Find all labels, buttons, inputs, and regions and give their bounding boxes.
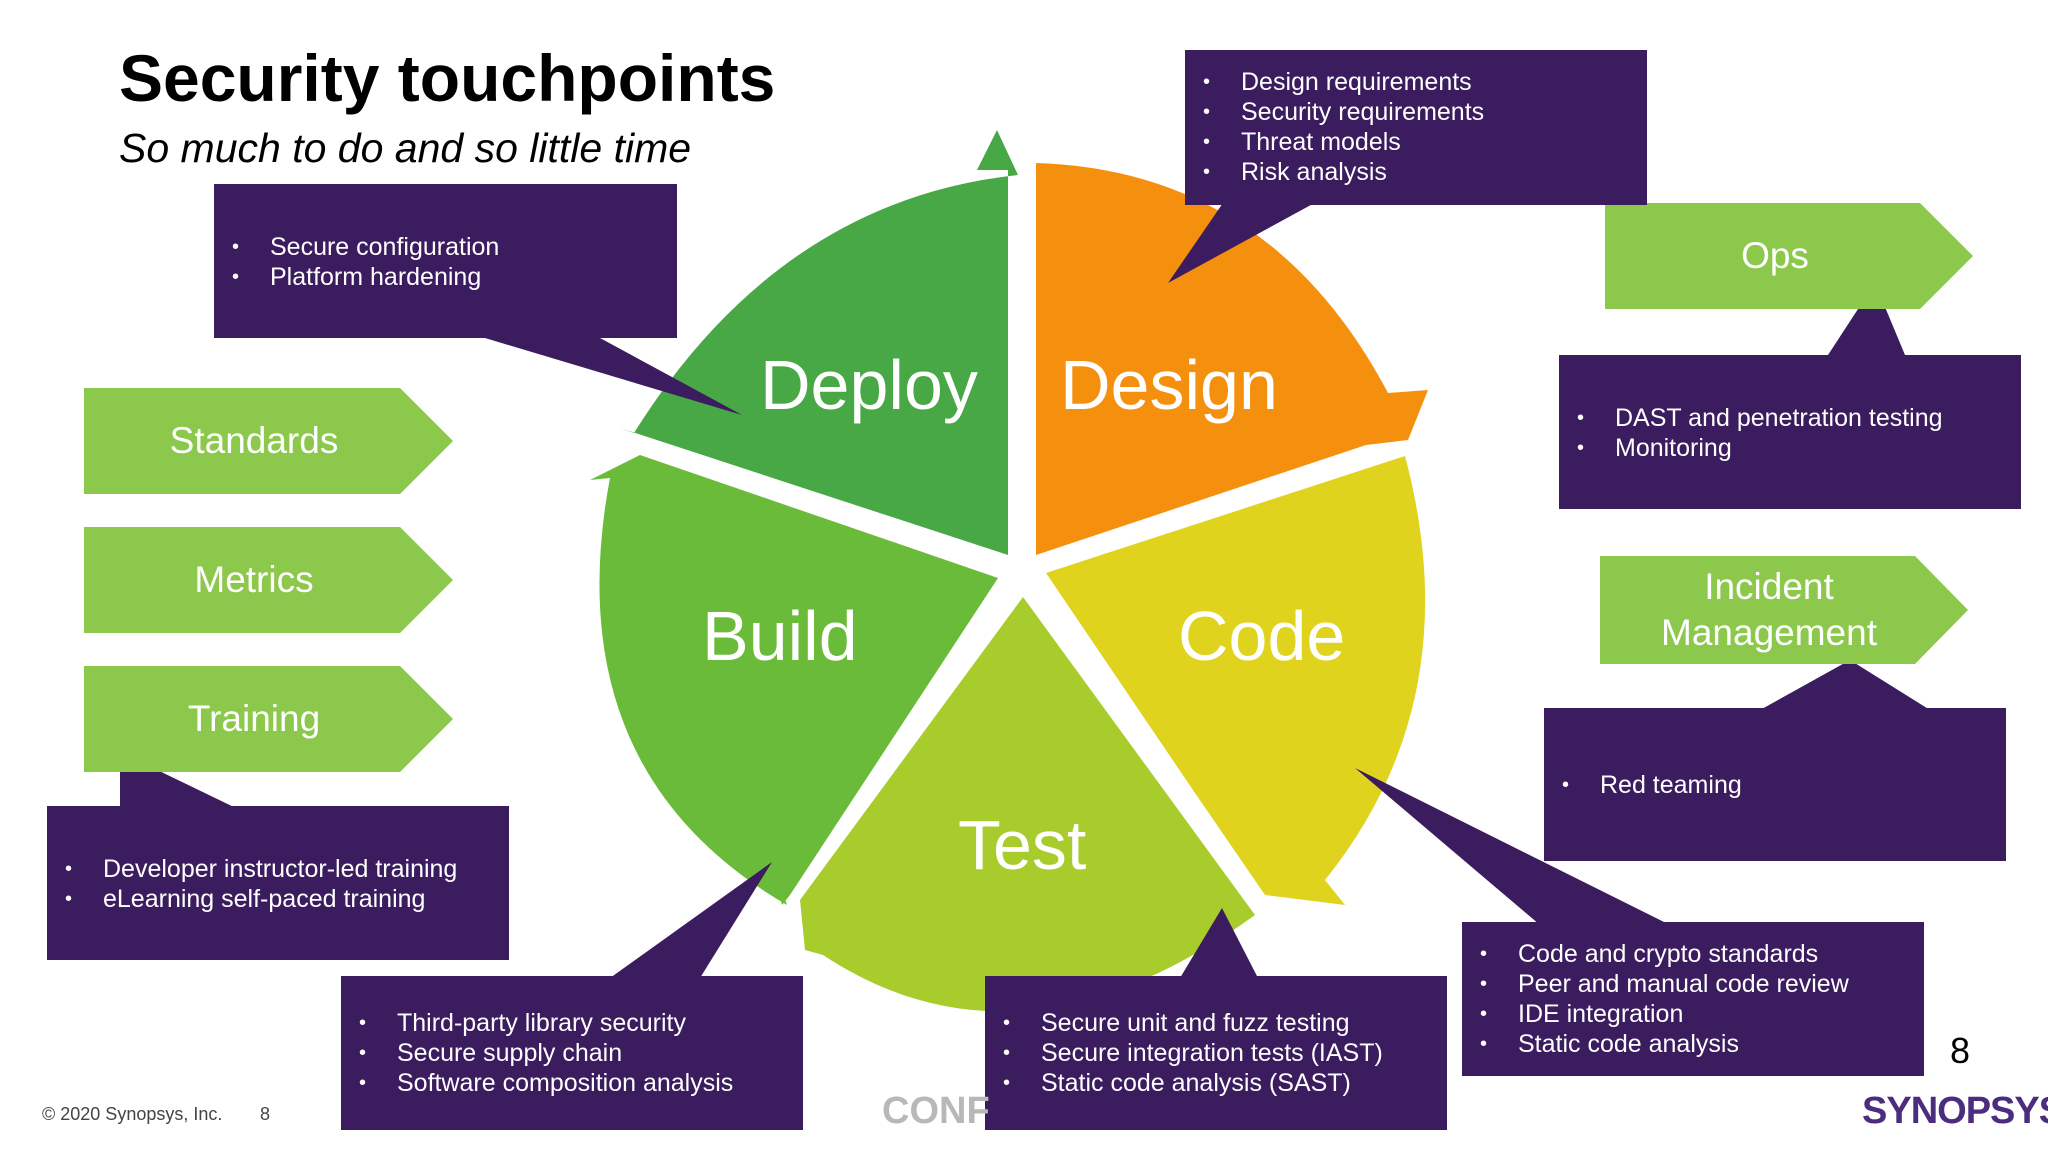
incident-tag: Incident Management: [1661, 566, 1877, 653]
code-item: IDE integration: [1480, 999, 1924, 1029]
code-segment: [1046, 456, 1426, 905]
code-item: Code and crypto standards: [1480, 939, 1924, 969]
incident-callout: Red teaming: [1544, 708, 2006, 861]
test-segment: [800, 597, 1255, 1012]
code-item: Static code analysis: [1480, 1029, 1924, 1059]
code-callout: Code and crypto standards Peer and manua…: [1462, 922, 1924, 1076]
standards-tag: Standards: [169, 420, 339, 461]
metrics-tag-shape: [84, 527, 453, 633]
build-item: Third-party library security: [359, 1008, 803, 1038]
training-tag: Training: [187, 698, 321, 739]
build-segment: [590, 455, 998, 905]
code-label: Code: [1178, 597, 1346, 675]
build-callout: Third-party library security Secure supp…: [341, 976, 803, 1130]
code-callout-pointer: [1355, 768, 1670, 925]
build-item: Secure supply chain: [359, 1038, 803, 1068]
ops-callout: DAST and penetration testing Monitoring: [1559, 355, 2021, 509]
build-callout-pointer: [610, 862, 772, 978]
test-label: Test: [958, 806, 1087, 884]
standards-tag-shape: [84, 388, 453, 494]
footer-page-number: 8: [260, 1104, 271, 1124]
ops-tag: Ops: [1741, 235, 1809, 276]
training-tag-shape: [84, 666, 453, 772]
code-item: Peer and manual code review: [1480, 969, 1924, 999]
test-item: Static code analysis (SAST): [1003, 1068, 1447, 1098]
build-label: Build: [702, 597, 858, 675]
design-item: Security requirements: [1203, 97, 1647, 127]
confidential-label: CONF: [882, 1090, 990, 1132]
incident-item: Red teaming: [1562, 770, 2006, 800]
test-item: Secure unit and fuzz testing: [1003, 1008, 1447, 1038]
ops-callout-pointer: [1828, 283, 1905, 355]
incident-callout-pointer: [1760, 660, 1930, 710]
slide-title: Security touchpoints: [119, 41, 776, 115]
deploy-callout: Secure configuration Platform hardening: [214, 184, 677, 338]
ops-tag-shape: [1605, 203, 1973, 309]
training-item: Developer instructor-led training: [65, 854, 509, 884]
design-item: Threat models: [1203, 127, 1647, 157]
training-callout: Developer instructor-led training eLearn…: [47, 806, 509, 960]
deploy-item: Secure configuration: [232, 232, 677, 262]
test-callout-pointer: [1180, 908, 1258, 978]
build-item: Software composition analysis: [359, 1068, 803, 1098]
synopsys-logo: SYNOPSYS: [1862, 1090, 2048, 1132]
ops-item: Monitoring: [1577, 433, 2021, 463]
design-item: Risk analysis: [1203, 157, 1647, 187]
metrics-tag: Metrics: [194, 559, 314, 600]
copyright-text: © 2020 Synopsys, Inc.: [42, 1104, 223, 1124]
training-item: eLearning self-paced training: [65, 884, 509, 914]
incident-tag-shape: [1600, 556, 1968, 664]
ops-item: DAST and penetration testing: [1577, 403, 2021, 433]
slide-number: 8: [1950, 1030, 1971, 1071]
design-item: Design requirements: [1203, 67, 1647, 97]
test-callout: Secure unit and fuzz testing Secure inte…: [985, 976, 1447, 1130]
design-label: Design: [1060, 346, 1278, 424]
deploy-segment: [620, 130, 1018, 555]
design-segment: [1036, 163, 1428, 555]
slide-subtitle: So much to do and so little time: [119, 125, 692, 171]
design-callout: Design requirements Security requirement…: [1185, 50, 1647, 205]
test-item: Secure integration tests (IAST): [1003, 1038, 1447, 1068]
deploy-item: Platform hardening: [232, 262, 677, 292]
deploy-callout-pointer: [485, 338, 742, 415]
deploy-label: Deploy: [760, 346, 978, 424]
design-callout-pointer: [1168, 200, 1320, 283]
